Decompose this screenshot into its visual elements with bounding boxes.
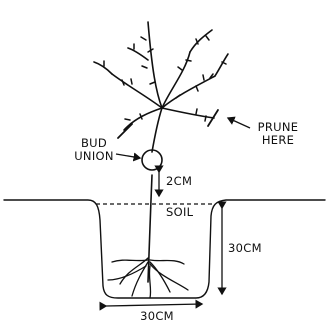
hole-width-arrow [106,304,202,306]
ground-line [4,200,325,298]
bud-union-line2: UNION [69,150,119,163]
prune-here-line2: HERE [251,134,305,147]
prune-marks [118,110,218,138]
hole-depth-label: 30CM [228,242,262,255]
prune-here-label: PRUNE HERE [251,121,305,147]
bud-depth-label: 2CM [166,175,192,188]
hole-width-label: 30CM [130,310,184,323]
soil-label: SOIL [166,206,193,219]
prune-here-arrow [228,118,250,128]
bud-union-arrow [116,154,140,158]
bud-union-label: BUD UNION [69,137,119,163]
bud-union-circle [142,150,162,170]
